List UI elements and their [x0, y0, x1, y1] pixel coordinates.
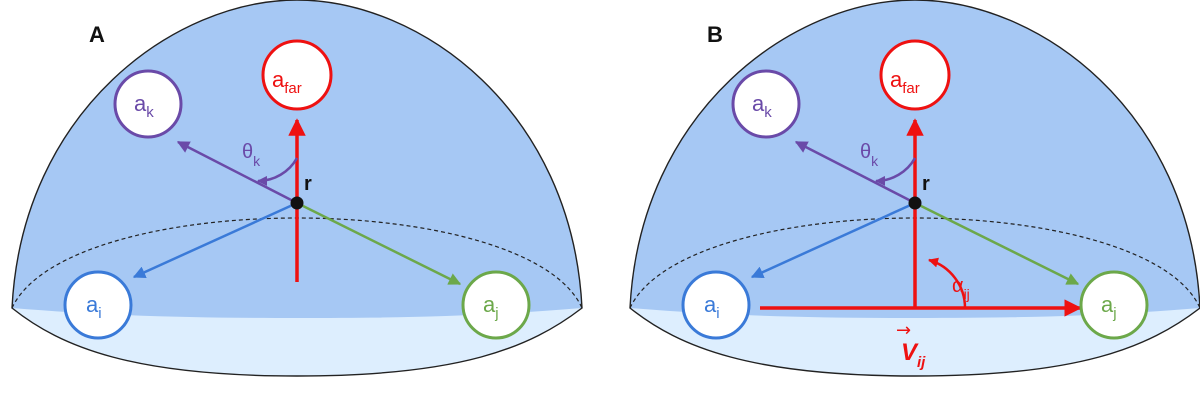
center-point-r [290, 196, 304, 210]
dome-outline [629, 0, 1200, 377]
panel-letter-b: B [707, 22, 723, 47]
theta-label: θk [860, 141, 879, 169]
alpha-label: αij [952, 275, 970, 302]
arrow-to-ai [132, 201, 298, 279]
node-ai: ai [681, 270, 751, 340]
theta-arc [257, 157, 299, 186]
panel-a: afar ak ai aj A θk r [11, 0, 583, 377]
svg-text:afar: afar [272, 67, 302, 97]
hemisphere-floor [630, 308, 1200, 376]
alpha-arc [928, 257, 967, 309]
svg-text:ak: ak [134, 91, 154, 121]
node-ak: ak [113, 69, 183, 139]
center-label-r: r [922, 173, 930, 195]
svg-text:ai: ai [86, 292, 102, 322]
vector-vij-label: Vij [901, 339, 926, 371]
node-aj: aj [461, 270, 531, 340]
hemisphere-floor [12, 308, 582, 376]
node-ak: ak [731, 69, 801, 139]
panel-b: afar ak ai aj B θk r αij → Vij [629, 0, 1200, 377]
svg-text:aj: aj [1101, 292, 1117, 322]
dome-outline [11, 0, 583, 377]
svg-text:ak: ak [752, 91, 772, 121]
svg-text:aj: aj [483, 292, 499, 322]
svg-text:ai: ai [704, 292, 720, 322]
node-ai: ai [63, 270, 133, 340]
svg-text:afar: afar [890, 67, 920, 97]
arrow-to-ak [176, 140, 298, 205]
node-afar: afar [879, 39, 951, 111]
center-label-r: r [304, 173, 312, 195]
panel-letter-a: A [89, 22, 105, 47]
theta-arc [875, 157, 917, 186]
center-point-r [908, 196, 922, 210]
arrow-to-ai [750, 201, 916, 279]
arrow-to-aj [914, 201, 1080, 286]
node-aj: aj [1079, 270, 1149, 340]
vector-accent-arrow: → [896, 320, 911, 341]
theta-label: θk [242, 141, 261, 169]
arrow-to-aj [296, 201, 462, 286]
arrow-to-ak [794, 140, 916, 205]
node-afar: afar [261, 39, 333, 111]
